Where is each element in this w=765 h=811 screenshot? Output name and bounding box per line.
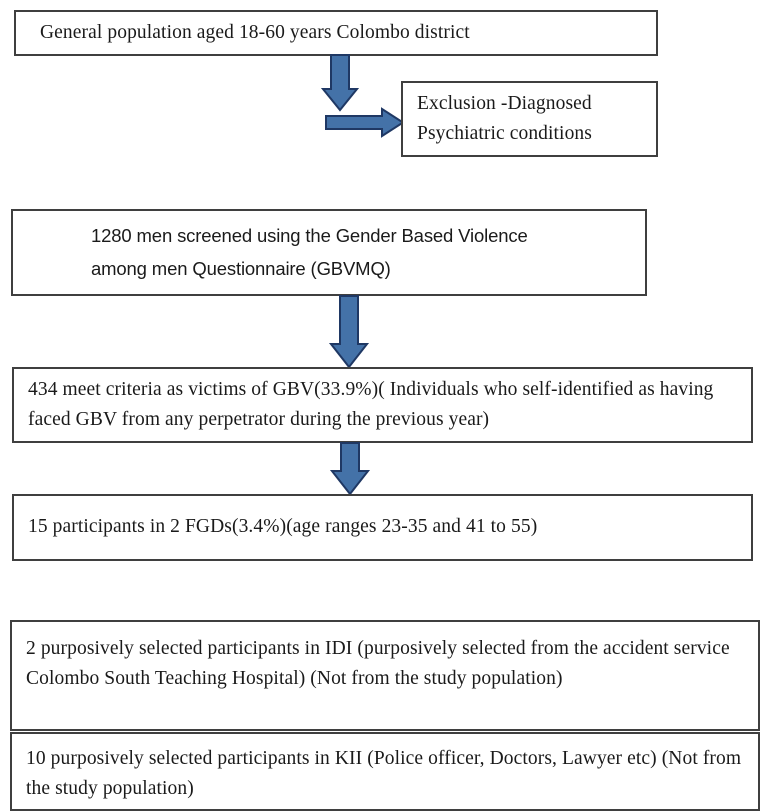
arrow-criteria-down xyxy=(329,442,371,496)
node-kii: 10 purposively selected participants in … xyxy=(10,732,760,811)
arrow-population-down xyxy=(320,54,360,112)
node-idi: 2 purposively selected participants in I… xyxy=(10,620,760,731)
node-screened-line1: 1280 men screened using the Gender Based… xyxy=(91,225,528,247)
arrow-screened-down xyxy=(328,295,370,369)
node-fgd-label: 15 participants in 2 FGDs(3.4%)(age rang… xyxy=(28,516,538,538)
node-exclusion-line2: Psychiatric conditions xyxy=(417,123,592,144)
node-exclusion-label: Exclusion -Diagnosed Psychiatric conditi… xyxy=(417,89,642,149)
node-exclusion-line1: Exclusion -Diagnosed xyxy=(417,92,592,114)
node-screened: 1280 men screened using the Gender Based… xyxy=(11,209,647,296)
node-screened-label: 1280 men screened using the Gender Based… xyxy=(91,220,567,285)
node-screened-line2: among men Questionnaire (GBVMQ) xyxy=(91,257,391,279)
node-idi-label: 2 purposively selected participants in I… xyxy=(26,638,730,690)
arrow-exclusion-right xyxy=(325,107,405,138)
node-fgd: 15 participants in 2 FGDs(3.4%)(age rang… xyxy=(12,494,753,561)
node-criteria-label: 434 meet criteria as victims of GBV(33.9… xyxy=(28,378,714,430)
node-criteria: 434 meet criteria as victims of GBV(33.9… xyxy=(12,367,753,443)
node-kii-label: 10 purposively selected participants in … xyxy=(26,748,742,800)
node-general-population: General population aged 18-60 years Colo… xyxy=(14,10,658,56)
node-exclusion: Exclusion -Diagnosed Psychiatric conditi… xyxy=(401,81,658,157)
node-general-population-label: General population aged 18-60 years Colo… xyxy=(40,21,470,43)
